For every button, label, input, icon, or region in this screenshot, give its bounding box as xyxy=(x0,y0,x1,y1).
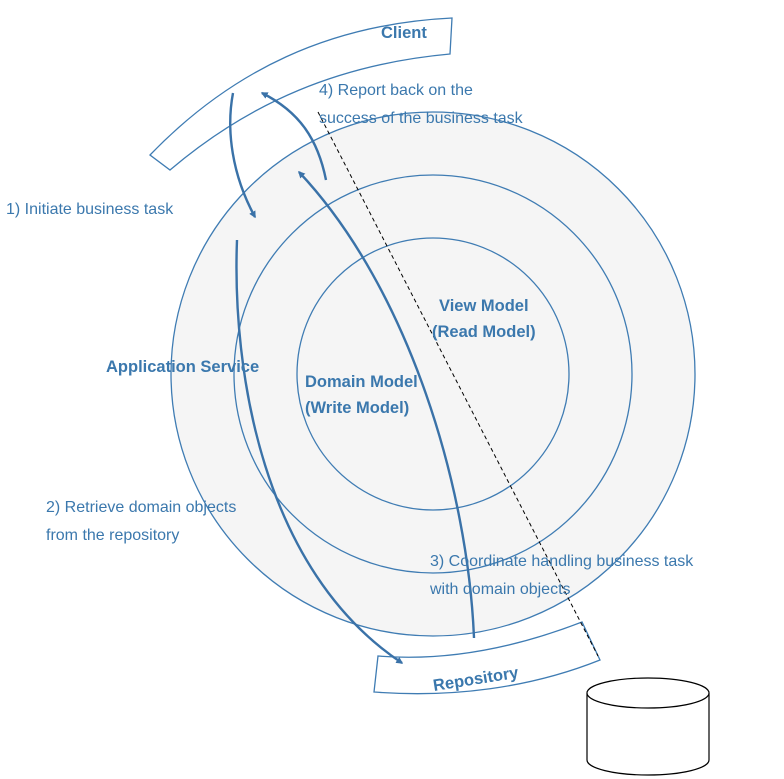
step3-label-line2: with domain objects xyxy=(429,581,571,598)
read-model-label: (Read Model) xyxy=(432,323,536,341)
client-label: Client xyxy=(381,24,427,42)
client-band xyxy=(149,17,453,171)
read-path-dashed-line xyxy=(317,111,599,657)
step4-label-line1: 4) Report back on the xyxy=(319,82,473,99)
view-model-core xyxy=(296,237,570,511)
database-cylinder-icon xyxy=(586,677,710,776)
repository-band xyxy=(373,621,601,695)
write-model-label: (Write Model) xyxy=(305,399,409,417)
view-model-label: View Model xyxy=(439,297,529,315)
step2-arrow xyxy=(235,239,404,664)
step2-label-line2: from the repository xyxy=(46,527,179,544)
step4-arrow xyxy=(260,91,328,181)
domain-model-label: Domain Model xyxy=(305,373,418,391)
step2-label-line1: 2) Retrieve domain objects xyxy=(46,499,236,516)
step3-arrow xyxy=(298,170,476,639)
step3-label-line1: 3) Coordinate handling business task xyxy=(430,553,694,570)
application-service-label: Application Service xyxy=(106,358,259,376)
step4-label-line2: success of the business task xyxy=(319,110,524,127)
step1-arrow xyxy=(229,92,257,219)
step1-label: 1) Initiate business task xyxy=(6,201,174,218)
